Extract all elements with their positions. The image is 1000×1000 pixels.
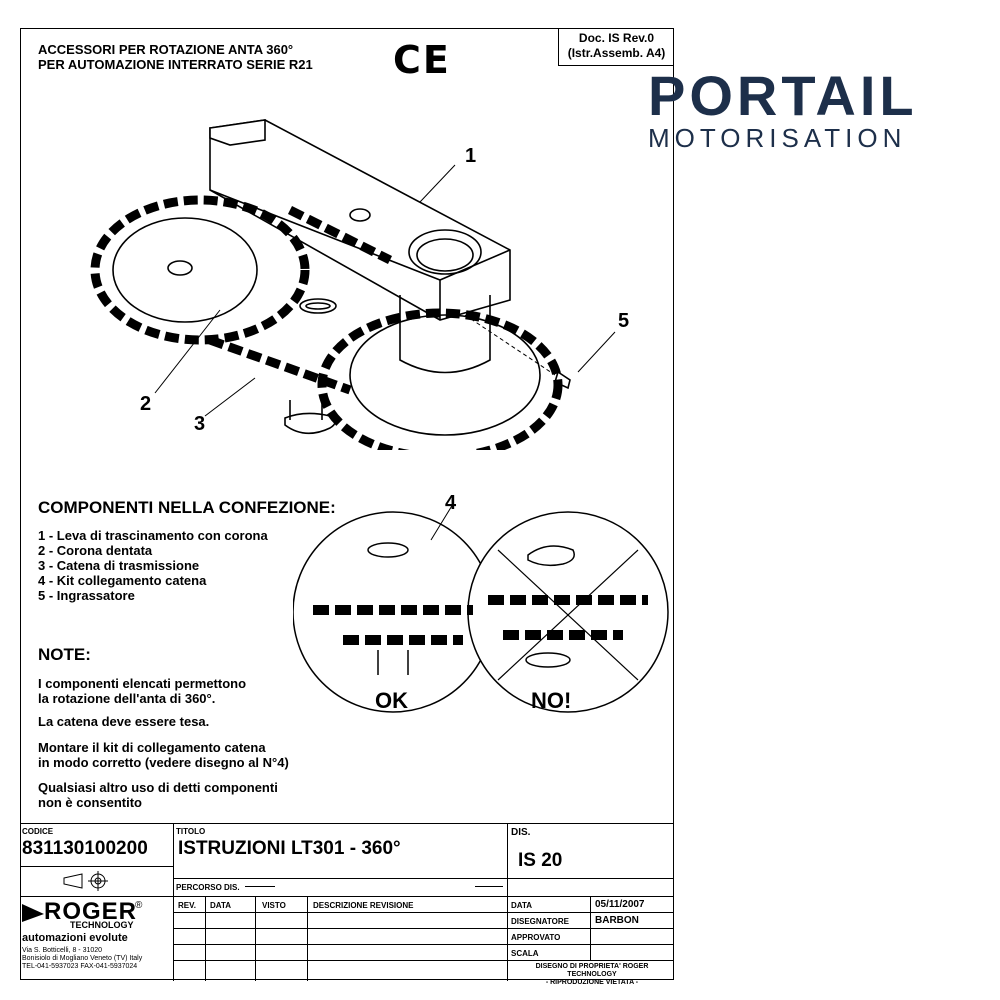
dis-label: DIS. [511, 827, 531, 838]
callout-1: 1 [465, 145, 477, 167]
titolo-value: ISTRUZIONI LT301 - 360° [178, 838, 401, 859]
note-2-line-1: La catena deve essere tesa. [38, 714, 210, 729]
date-label: DATA [511, 901, 533, 910]
address-line-1: Via S. Botticelli, 8 - 31020 [22, 947, 103, 954]
chain-link-detail [293, 503, 669, 713]
date-value: 05/11/2007 [595, 899, 645, 910]
title-block: CODICE 831130100200 TITOLO ISTRUZIONI LT… [20, 823, 674, 986]
list-item: 1 - Leva di trascinamento con corona [38, 528, 268, 543]
property-line-1: DISEGNO DI PROPRIETA' ROGER TECHNOLOGY [535, 963, 649, 978]
company-address: Via S. Botticelli, 8 - 31020 Bonisiolo d… [22, 947, 142, 971]
callout-3: 3 [194, 413, 206, 435]
doc-revision-box: Doc. IS Rev.0 (Istr.Assemb. A4) [558, 28, 674, 66]
components-list: 1 - Leva di trascinamento con corona 2 -… [38, 528, 268, 603]
note-1: I componenti elencati permettono la rota… [38, 676, 246, 706]
address-line-2: Bonisiolo di Mogliano Veneto (TV) Italy [22, 955, 143, 962]
ok-label: OK [375, 688, 408, 713]
disegnatore-value: BARBON [595, 915, 639, 926]
arrow-right-icon [245, 886, 275, 887]
codice-value: 831130100200 [22, 838, 148, 859]
roger-technology-text: TECHNOLOGY [70, 920, 134, 930]
approvato-label: APPROVATO [511, 933, 561, 942]
note-3-line-1: Montare il kit di collegamento catena [38, 740, 266, 755]
notes-title: NOTE: [38, 645, 91, 664]
doc-revision-line-2: (Istr.Assemb. A4) [567, 46, 666, 60]
header-line-1: ACCESSORI PER ROTAZIONE ANTA 360° [38, 42, 294, 57]
list-item: 2 - Corona dentata [38, 543, 153, 558]
list-item: 3 - Catena di trasmissione [38, 558, 200, 573]
callout-5: 5 [618, 310, 630, 332]
dis-value: IS 20 [518, 850, 563, 871]
disegnatore-label: DISEGNATORE [511, 917, 569, 926]
descrizione-header: DESCRIZIONE REVISIONE [313, 901, 414, 910]
data-header: DATA [210, 901, 232, 910]
document-header: ACCESSORI PER ROTAZIONE ANTA 360° PER AU… [38, 42, 313, 72]
registered-mark: ® [135, 900, 143, 911]
note-1-line-2: la rotazione dell'anta di 360°. [38, 691, 216, 706]
projection-symbol-icon [63, 871, 108, 891]
note-4-line-1: Qualsiasi altro uso di detti componenti [38, 780, 278, 795]
titolo-label: TITOLO [176, 827, 206, 836]
codice-label: CODICE [22, 827, 54, 836]
percorso-label: PERCORSO DIS. [176, 883, 240, 892]
property-line-2: - RIPRODUZIONE VIETATA - [545, 979, 639, 986]
callout-4: 4 [445, 492, 457, 514]
tagline: automazioni evolute [22, 932, 128, 944]
components-title: COMPONENTI NELLA CONFEZIONE: [38, 498, 336, 517]
scala-label: SCALA [511, 949, 539, 958]
address-line-3: TEL-041-5937023 FAX-041-5937024 [22, 963, 138, 970]
logo-wordmark-bottom: MOTORISATION [648, 123, 907, 153]
note-2: La catena deve essere tesa. [38, 714, 209, 729]
no-detail-circle [467, 511, 669, 713]
note-3-line-2: in modo corretto (vedere disegno al N°4) [38, 755, 289, 770]
list-item: 4 - Kit collegamento catena [38, 573, 207, 588]
no-label: NO! [531, 688, 572, 713]
drawing-sheet [20, 28, 674, 980]
property-notice: DISEGNO DI PROPRIETA' ROGER TECHNOLOGY -… [512, 963, 672, 987]
note-4: Qualsiasi altro uso di detti componenti … [38, 780, 278, 810]
note-3: Montare il kit di collegamento catena in… [38, 740, 289, 770]
arrow-right-icon [475, 886, 503, 887]
assembly-drawing [90, 119, 616, 450]
list-item: 5 - Ingrassatore [38, 588, 135, 603]
callout-2: 2 [140, 393, 152, 415]
portail-motorisation-logo: PORTAIL MOTORISATION [648, 68, 948, 158]
note-1-line-1: I componenti elencati permettono [38, 676, 247, 691]
logo-wordmark-top: PORTAIL [648, 64, 918, 127]
visto-header: VISTO [262, 901, 286, 910]
doc-revision-line-1: Doc. IS Rev.0 [578, 31, 655, 45]
note-4-line-2: non è consentito [38, 795, 142, 810]
roger-arrow-icon [22, 904, 44, 922]
roger-wordmark: ROGER [44, 898, 138, 925]
rev-header: REV. [178, 901, 196, 910]
ce-mark: CE [393, 38, 451, 82]
header-line-2: PER AUTOMAZIONE INTERRATO SERIE R21 [38, 57, 313, 72]
